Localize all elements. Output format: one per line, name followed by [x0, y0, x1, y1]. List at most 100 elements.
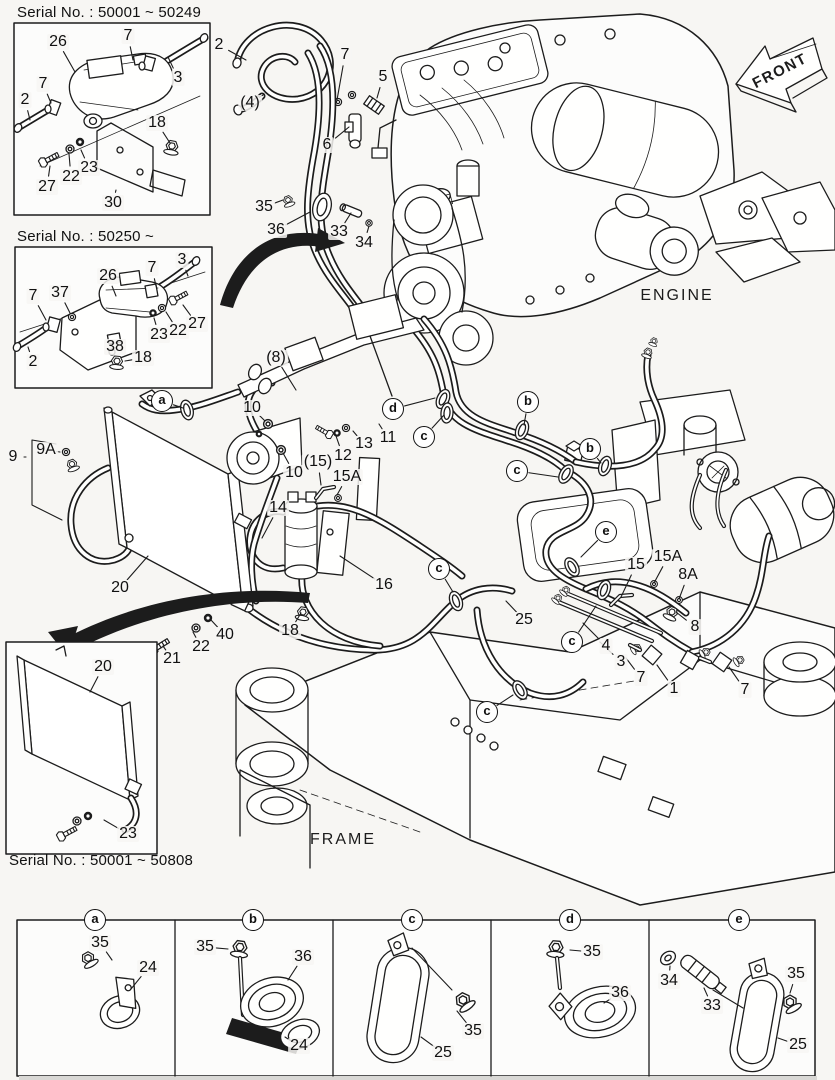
callout-20-45: 20 — [109, 579, 131, 596]
callout-7-56: 7 — [634, 669, 648, 686]
frame-drawing — [235, 389, 835, 906]
callout-37-13: 37 — [49, 284, 71, 301]
callout-25-71: 25 — [787, 1036, 809, 1053]
engine-drawing — [333, 13, 835, 366]
pipes-and-fittings — [550, 336, 747, 673]
callout-2-4: 2 — [18, 91, 32, 108]
callout-7-58: 7 — [738, 681, 752, 698]
callout-14-40: 14 — [267, 499, 289, 516]
callout-7-3: 7 — [36, 75, 50, 92]
callout-33-69: 33 — [701, 997, 723, 1014]
callout-20-21: 20 — [92, 658, 114, 675]
ref-circle-a-0: a — [151, 390, 173, 412]
callout-21-46: 21 — [161, 650, 183, 667]
callout-8-32: (8) — [264, 349, 288, 366]
callout-35-28: 35 — [253, 198, 275, 215]
callout-10-34: 10 — [283, 464, 305, 481]
callout-35-61: 35 — [194, 938, 216, 955]
callout-24-60: 24 — [137, 959, 159, 976]
callout-9A-44: 9A — [34, 441, 58, 458]
panel-a-art — [78, 948, 141, 1030]
callout-3-2: 3 — [171, 69, 185, 86]
ref-circle-e-14: e — [728, 909, 750, 931]
callout-22-19: 22 — [167, 322, 189, 339]
callout-23-6: 23 — [78, 159, 100, 176]
callout-15-50: 15 — [625, 556, 647, 573]
callout-2-15: 2 — [26, 353, 40, 370]
callout-22-7: 22 — [60, 168, 82, 185]
callout-33-30: 33 — [328, 223, 350, 240]
engine-label: ENGINE — [640, 287, 714, 304]
inset3-caption: Serial No. : 50001 ~ 50808 — [9, 852, 194, 869]
ref-circle-b-11: b — [242, 909, 264, 931]
leader-lines — [23, 46, 794, 1048]
callout-38-16: 38 — [104, 338, 126, 355]
inset-box-2 — [12, 246, 213, 389]
callout-7-25: 7 — [338, 46, 352, 63]
callout-36-29: 36 — [265, 221, 287, 238]
callout-18-17: 18 — [132, 349, 154, 366]
callout-35-66: 35 — [581, 943, 603, 960]
ref-circle-b-3: b — [517, 391, 539, 413]
receiver-drier-drawing — [124, 484, 350, 622]
callout-18-5: 18 — [146, 114, 168, 131]
callout-4-54: 4 — [599, 637, 613, 654]
callout-16-41: 16 — [373, 576, 395, 593]
callout-4-24: (4) — [238, 94, 262, 111]
callout-36-62: 36 — [292, 948, 314, 965]
callout-13-35: 13 — [353, 435, 375, 452]
callout-1-57: 1 — [667, 680, 681, 697]
ref-circle-c-5: c — [506, 460, 528, 482]
callout-2-23: 2 — [212, 36, 226, 53]
callout-35-64: 35 — [462, 1022, 484, 1039]
clamp-detail-strip — [16, 919, 817, 1080]
ref-circle-e-6: e — [595, 521, 617, 543]
hose-bracket-assembly — [237, 294, 425, 441]
callout-7-1: 7 — [121, 27, 135, 44]
inset2-caption: Serial No. : 50250 ~ — [17, 228, 155, 245]
callout-7-14: 7 — [26, 287, 40, 304]
ref-circle-c-8: c — [561, 631, 583, 653]
ref-circle-c-2: c — [413, 426, 435, 448]
hose-clamps — [177, 192, 615, 703]
callout-10-33: 10 — [241, 399, 263, 416]
callout-15A-51: 15A — [651, 548, 685, 565]
frame-label: FRAME — [310, 831, 376, 848]
panel-e-art — [659, 950, 804, 1073]
callout-30-9: 30 — [102, 194, 124, 211]
callout-40-48: 40 — [214, 626, 236, 643]
callout-12-37: 12 — [332, 447, 354, 464]
callout-8A-52: 8A — [676, 566, 700, 583]
callout-35-70: 35 — [785, 965, 807, 982]
callout-27-20: 27 — [186, 315, 208, 332]
callout-15A-39: 15A — [330, 468, 364, 485]
ref-circle-c-7: c — [428, 558, 450, 580]
callout-23-22: 23 — [117, 825, 139, 842]
callout-11-36: 11 — [377, 429, 399, 446]
callout-9-43: 9 — [6, 448, 20, 465]
callout-3-55: 3 — [614, 653, 628, 670]
callout-24-63: 24 — [288, 1037, 310, 1054]
callout-23-18: 23 — [148, 326, 170, 343]
ref-circle-a-10: a — [84, 909, 106, 931]
panel-c-art — [366, 932, 478, 1064]
callout-36-67: 36 — [609, 984, 631, 1001]
callout-18-42: 18 — [279, 622, 301, 639]
inset1-caption: Serial No. : 50001 ~ 50249 — [17, 4, 202, 21]
callout-6-27: 6 — [320, 136, 334, 153]
ref-circle-c-12: c — [401, 909, 423, 931]
callout-34-68: 34 — [658, 972, 680, 989]
callout-8-53: 8 — [688, 618, 702, 635]
callout-7-11: 7 — [145, 259, 159, 276]
callout-25-49: 25 — [513, 611, 535, 628]
callout-27-8: 27 — [36, 178, 58, 195]
ref-circle-d-13: d — [559, 909, 581, 931]
callout-34-31: 34 — [353, 234, 375, 251]
ref-circle-c-9: c — [476, 701, 498, 723]
panel-b-art — [226, 939, 321, 1054]
callout-26-0: 26 — [47, 33, 69, 50]
callout-25-65: 25 — [432, 1044, 454, 1061]
callout-3-12: 3 — [175, 251, 189, 268]
